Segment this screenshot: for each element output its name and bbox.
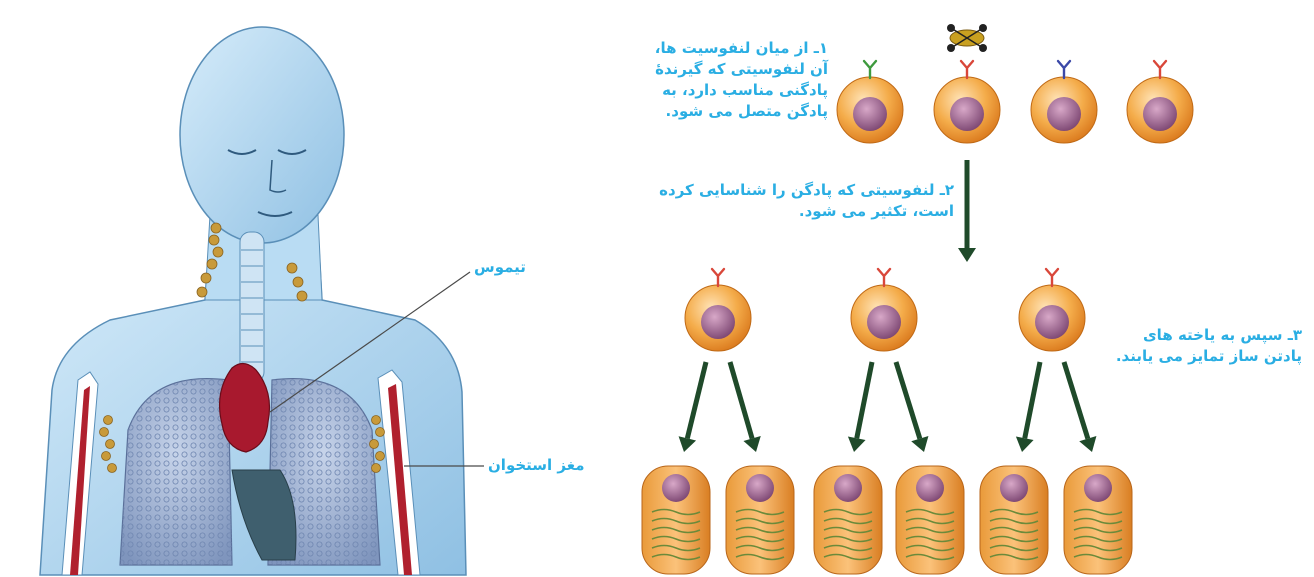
- nucleus: [1035, 305, 1069, 339]
- lymphocyte: [934, 61, 1000, 143]
- plasma-cell: [1064, 466, 1132, 574]
- plasma-cell: [980, 466, 1048, 574]
- receptor: [878, 269, 890, 286]
- receptor: [961, 61, 973, 78]
- plasma-nucleus: [1000, 474, 1028, 502]
- receptor: [864, 61, 876, 78]
- plasma-nucleus: [834, 474, 862, 502]
- arrow-head: [958, 248, 976, 262]
- plasma-nucleus: [1084, 474, 1112, 502]
- plasma-cell: [814, 466, 882, 574]
- nucleus: [950, 97, 984, 131]
- receptor: [1046, 269, 1058, 286]
- nucleus: [701, 305, 735, 339]
- arrow-shaft: [687, 362, 706, 438]
- arrow: [1016, 362, 1040, 452]
- arrow-shaft: [1064, 362, 1088, 439]
- arrow: [958, 160, 976, 262]
- plasma-cell: [726, 466, 794, 574]
- arrow: [848, 362, 872, 452]
- step-1-caption: ۱ـ از میان لنفوسیت ها، آن لنفوسیتی که گی…: [650, 38, 828, 122]
- arrow: [896, 362, 928, 452]
- nucleus: [1143, 97, 1177, 131]
- arrow-head: [848, 437, 866, 452]
- bone-marrow-label: مغز استخوان: [488, 456, 584, 474]
- receptor: [1058, 61, 1070, 78]
- plasma-cell: [896, 466, 964, 574]
- nucleus: [853, 97, 887, 131]
- arrow-shaft: [1025, 362, 1040, 438]
- plasma-cell: [642, 466, 710, 574]
- arrow: [730, 362, 761, 452]
- trachea: [240, 232, 264, 382]
- arrow-head: [1016, 437, 1034, 452]
- arrow: [679, 362, 706, 452]
- thymus-label: تیموس: [474, 258, 526, 276]
- lymphocyte: [837, 61, 903, 143]
- lymphocyte: [851, 269, 917, 351]
- nucleus: [867, 305, 901, 339]
- antigen: [947, 24, 987, 52]
- antigen-bead: [979, 44, 987, 52]
- plasma-nucleus: [662, 474, 690, 502]
- lymphocyte: [1127, 61, 1193, 143]
- antigen-bead: [979, 24, 987, 32]
- arrow-shaft: [730, 362, 752, 439]
- arrow-shaft: [896, 362, 920, 439]
- antigen-bead: [947, 24, 955, 32]
- antigen-bead: [947, 44, 955, 52]
- receptor: [712, 269, 724, 286]
- nucleus: [1047, 97, 1081, 131]
- human-body-illustration: [40, 27, 466, 575]
- arrow: [1064, 362, 1096, 452]
- lymphocyte: [685, 269, 751, 351]
- lymphocyte: [1031, 61, 1097, 143]
- head-shape: [180, 27, 344, 243]
- plasma-nucleus: [746, 474, 774, 502]
- step-3-caption: ۳ـ سپس به یاخته های پادتن ساز تمایز می ی…: [1112, 325, 1302, 367]
- receptor: [1154, 61, 1166, 78]
- step-2-caption: ۲ـ لنفوسیتی که پادگن را شناسایی کرده است…: [648, 180, 954, 222]
- plasma-nucleus: [916, 474, 944, 502]
- lymphocyte: [1019, 269, 1085, 351]
- arrow-head: [679, 436, 696, 452]
- arrow-shaft: [857, 362, 872, 438]
